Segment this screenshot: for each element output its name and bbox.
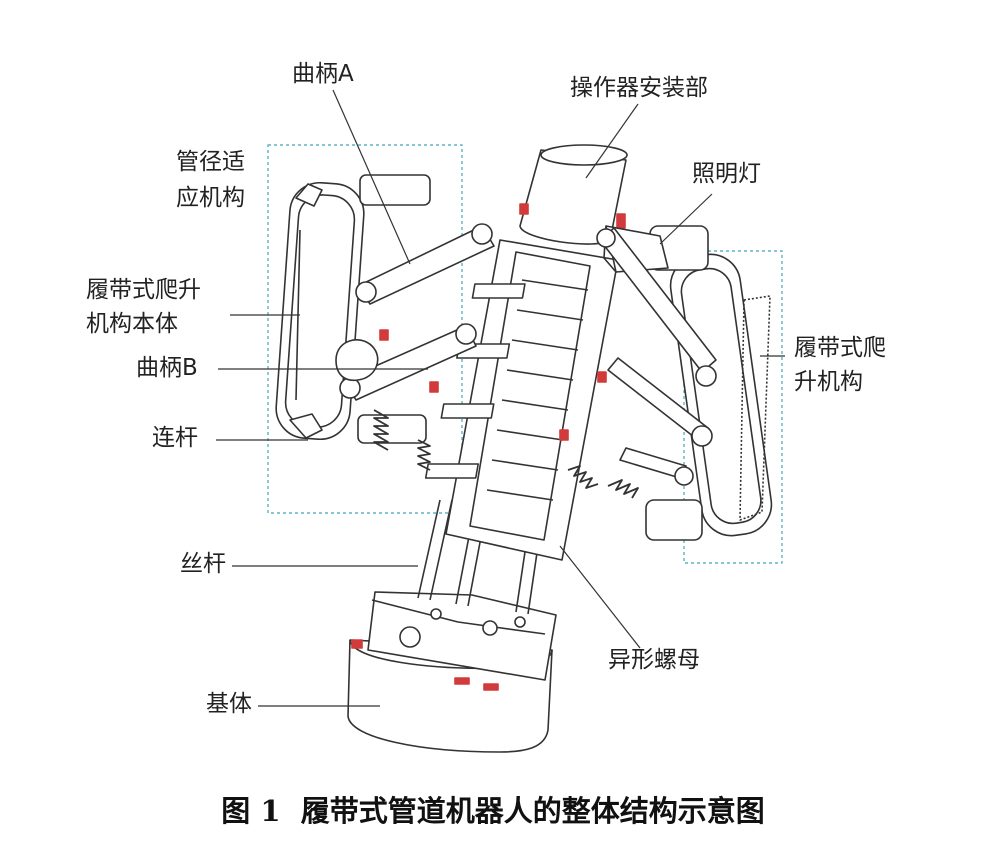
label-lead-screw: 丝杆 [180,551,226,577]
label-pipe-adapt-line1: 管径适 [176,149,245,175]
track-climb-dashed-box [683,250,783,564]
caption-number: 图 1 [221,794,281,828]
right-arms [596,227,717,486]
label-base: 基体 [206,691,252,717]
caption-title: 履带式管道机器人的整体结构示意图 [300,794,765,828]
label-special-nut: 异形螺母 [608,647,700,673]
base-body [347,591,557,753]
left-track-module [275,174,431,444]
central-column [424,239,619,561]
label-pipe-adapt-line2: 应机构 [176,185,245,211]
springs [373,409,639,499]
label-track-body-line1: 履带式爬升 [86,277,201,303]
left-arms [335,223,495,401]
label-crank-b: 曲柄B [136,355,198,381]
red-markers [379,203,607,441]
figure-caption: 图 1 履带式管道机器人的整体结构示意图 [0,788,986,830]
leader-lines [216,89,785,707]
label-track-climb-line2: 升机构 [794,369,863,395]
label-track-climb-line1: 履带式爬 [794,335,886,361]
right-track-module [645,225,773,541]
label-lighting: 照明灯 [692,161,761,187]
label-track-body-line2: 机构本体 [86,311,178,337]
label-crank-a: 曲柄A [292,61,354,87]
label-manipulator-mount: 操作器安装部 [570,75,708,101]
label-link-rod: 连杆 [152,425,198,451]
